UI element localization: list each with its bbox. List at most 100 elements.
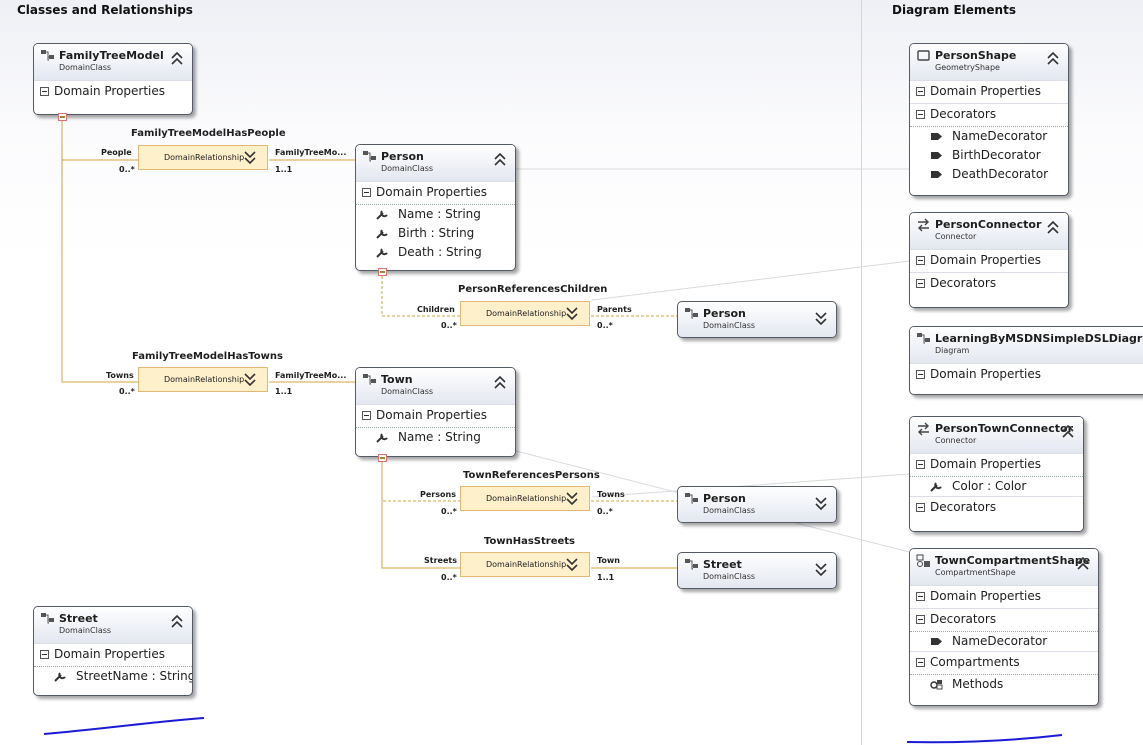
source-multiplicity[interactable]: 0..* bbox=[119, 165, 135, 174]
decorators-compartment[interactable]: Decorators bbox=[910, 272, 1068, 295]
domain-properties-compartment[interactable]: Domain Properties bbox=[910, 249, 1068, 272]
domain-properties-compartment[interactable]: Domain Properties bbox=[34, 80, 192, 103]
class-header[interactable]: Person DomainClass bbox=[678, 302, 836, 337]
class-town[interactable]: Town DomainClass Domain Properties Name … bbox=[355, 367, 516, 457]
embedding-handle[interactable] bbox=[58, 113, 67, 121]
diagram-element-person-town-connector[interactable]: PersonTownConnector Connector Domain Pro… bbox=[909, 416, 1084, 532]
property-item[interactable]: Color : Color bbox=[910, 476, 1083, 496]
domain-properties-compartment[interactable]: Domain Properties bbox=[356, 404, 515, 427]
relationship-name[interactable]: TownReferencesPersons bbox=[463, 470, 600, 481]
source-multiplicity[interactable]: 0..* bbox=[441, 573, 457, 582]
collapse-chevron-icon[interactable] bbox=[170, 52, 184, 65]
collapse-box-icon[interactable] bbox=[916, 370, 925, 379]
compartments-compartment[interactable]: Compartments bbox=[910, 651, 1098, 674]
source-role-label[interactable]: Towns bbox=[106, 371, 134, 380]
collapse-box-icon[interactable] bbox=[362, 188, 371, 197]
collapse-box-icon[interactable] bbox=[40, 87, 49, 96]
decorators-compartment[interactable]: Decorators bbox=[910, 608, 1098, 631]
source-role-label[interactable]: Persons bbox=[420, 490, 456, 499]
domain-properties-compartment[interactable]: Domain Properties bbox=[356, 181, 515, 204]
collapse-chevron-icon[interactable] bbox=[1046, 52, 1060, 65]
decorator-item[interactable]: NameDecorator bbox=[910, 126, 1068, 146]
relationship-name[interactable]: FamilyTreeModelHasTowns bbox=[132, 351, 283, 362]
relationship-box[interactable]: DomainRelationship bbox=[138, 367, 268, 392]
decorator-item[interactable]: DeathDecorator bbox=[910, 165, 1068, 184]
target-role-label[interactable]: Parents bbox=[597, 305, 632, 314]
collapse-box-icon[interactable] bbox=[916, 256, 925, 265]
domain-properties-compartment[interactable]: Domain Properties bbox=[34, 643, 192, 666]
expand-chevron-icon[interactable] bbox=[814, 497, 828, 510]
class-street-target[interactable]: Street DomainClass bbox=[677, 552, 837, 589]
target-multiplicity[interactable]: 1..1 bbox=[275, 387, 293, 396]
collapse-chevron-icon[interactable] bbox=[493, 376, 507, 389]
relationship-box[interactable]: DomainRelationship bbox=[138, 145, 268, 170]
collapse-box-icon[interactable] bbox=[362, 411, 371, 420]
collapse-box-icon[interactable] bbox=[916, 279, 925, 288]
embedding-handle[interactable] bbox=[378, 454, 387, 462]
class-header[interactable]: Town DomainClass bbox=[356, 368, 515, 404]
domain-properties-compartment[interactable]: Domain Properties bbox=[910, 453, 1083, 476]
source-multiplicity[interactable]: 0..* bbox=[441, 321, 457, 330]
class-street[interactable]: Street DomainClass Domain Properties Str… bbox=[33, 606, 193, 696]
decorator-item[interactable]: BirthDecorator bbox=[910, 146, 1068, 165]
relationship-box[interactable]: DomainRelationship bbox=[460, 301, 590, 326]
property-item[interactable]: StreetName : String bbox=[34, 666, 192, 686]
target-role-label[interactable]: Towns bbox=[597, 490, 625, 499]
expand-chevron-icon[interactable] bbox=[243, 373, 257, 386]
domain-properties-compartment[interactable]: Domain Properties bbox=[910, 585, 1098, 608]
class-person[interactable]: Person DomainClass Domain Properties Nam… bbox=[355, 144, 516, 271]
diagram-element-town-compartment-shape[interactable]: TownCompartmentShape CompartmentShape Do… bbox=[909, 548, 1099, 706]
target-role-label[interactable]: FamilyTreeMo... bbox=[275, 371, 347, 380]
embedding-handle[interactable] bbox=[378, 268, 387, 276]
diagram-element-person-shape[interactable]: PersonShape GeometryShape Domain Propert… bbox=[909, 43, 1069, 196]
element-header[interactable]: PersonConnector Connector bbox=[910, 213, 1068, 249]
expand-chevron-icon[interactable] bbox=[565, 492, 579, 505]
collapse-box-icon[interactable] bbox=[916, 615, 925, 624]
decorators-compartment[interactable]: Decorators bbox=[910, 103, 1068, 126]
source-role-label[interactable]: Children bbox=[417, 305, 455, 314]
class-header[interactable]: Person DomainClass bbox=[678, 487, 836, 522]
relationship-name[interactable]: PersonReferencesChildren bbox=[458, 284, 608, 295]
diagram-element-diagram[interactable]: LearningByMSDNSimpleDSLDiagram Diagram D… bbox=[909, 326, 1143, 395]
source-role-label[interactable]: People bbox=[101, 148, 132, 157]
collapse-chevron-icon[interactable] bbox=[170, 615, 184, 628]
expand-chevron-icon[interactable] bbox=[565, 307, 579, 320]
class-person-reference-target[interactable]: Person DomainClass bbox=[677, 301, 837, 338]
collapse-box-icon[interactable] bbox=[916, 658, 925, 667]
property-item[interactable]: Birth : String bbox=[356, 224, 515, 243]
property-item[interactable]: Name : String bbox=[356, 427, 515, 447]
diagram-element-person-connector[interactable]: PersonConnector Connector Domain Propert… bbox=[909, 212, 1069, 308]
target-multiplicity[interactable]: 0..* bbox=[597, 321, 613, 330]
source-multiplicity[interactable]: 0..* bbox=[441, 507, 457, 516]
class-header[interactable]: FamilyTreeModel DomainClass bbox=[34, 44, 192, 80]
property-item[interactable]: Death : String bbox=[356, 243, 515, 262]
property-item[interactable]: Name : String bbox=[356, 204, 515, 224]
source-role-label[interactable]: Streets bbox=[424, 556, 457, 565]
target-multiplicity[interactable]: 0..* bbox=[597, 507, 613, 516]
target-multiplicity[interactable]: 1..1 bbox=[275, 165, 293, 174]
class-header[interactable]: Street DomainClass bbox=[34, 607, 192, 643]
target-role-label[interactable]: FamilyTreeMo... bbox=[275, 148, 347, 157]
class-person-reference-target[interactable]: Person DomainClass bbox=[677, 486, 837, 523]
decorator-item[interactable]: NameDecorator bbox=[910, 631, 1098, 651]
collapse-box-icon[interactable] bbox=[40, 650, 49, 659]
decorators-compartment[interactable]: Decorators bbox=[910, 496, 1083, 519]
collapse-box-icon[interactable] bbox=[916, 503, 925, 512]
collapse-chevron-icon[interactable] bbox=[1076, 557, 1090, 570]
element-header[interactable]: LearningByMSDNSimpleDSLDiagram Diagram bbox=[910, 327, 1143, 363]
collapse-box-icon[interactable] bbox=[916, 592, 925, 601]
expand-chevron-icon[interactable] bbox=[814, 312, 828, 325]
element-header[interactable]: PersonShape GeometryShape bbox=[910, 44, 1068, 80]
element-header[interactable]: PersonTownConnector Connector bbox=[910, 417, 1083, 453]
collapse-chevron-icon[interactable] bbox=[493, 153, 507, 166]
target-role-label[interactable]: Town bbox=[597, 556, 620, 565]
domain-properties-compartment[interactable]: Domain Properties bbox=[910, 363, 1143, 386]
relationship-name[interactable]: TownHasStreets bbox=[484, 536, 576, 547]
domain-properties-compartment[interactable]: Domain Properties bbox=[910, 80, 1068, 103]
expand-chevron-icon[interactable] bbox=[565, 558, 579, 571]
relationship-name[interactable]: FamilyTreeModelHasPeople bbox=[131, 128, 286, 139]
class-header[interactable]: Person DomainClass bbox=[356, 145, 515, 181]
element-header[interactable]: TownCompartmentShape CompartmentShape bbox=[910, 549, 1098, 585]
collapse-box-icon[interactable] bbox=[916, 460, 925, 469]
target-multiplicity[interactable]: 1..1 bbox=[597, 573, 615, 582]
